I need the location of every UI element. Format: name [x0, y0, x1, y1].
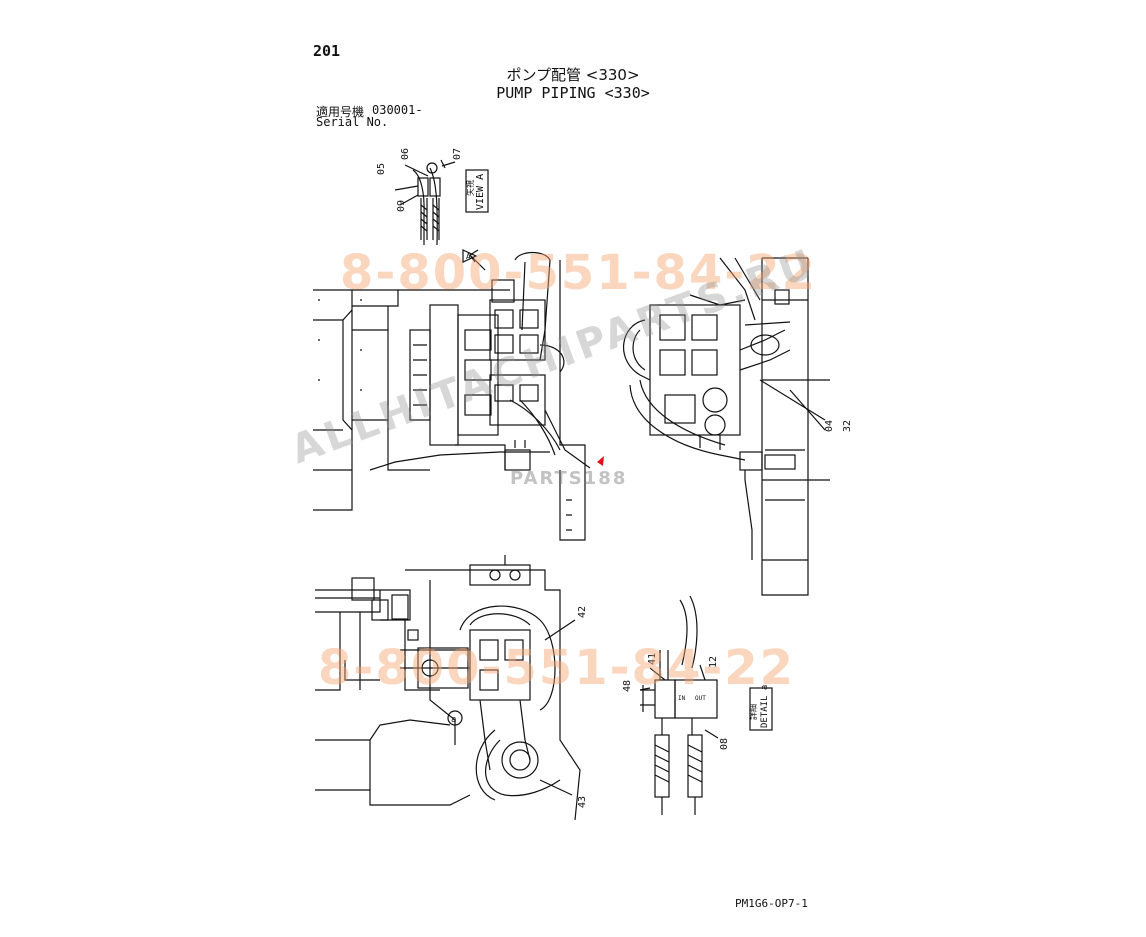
callout-41: 41: [647, 653, 658, 665]
callout-08: 08: [719, 738, 730, 750]
callout-06: 06: [400, 148, 411, 160]
callout-05: 05: [376, 163, 387, 175]
callout-48: 48: [622, 680, 633, 692]
detail-a-box-label: DETAIL a: [760, 685, 770, 728]
callout-07: 07: [452, 148, 463, 160]
detail-a-figure: IN OUT 41 12 48 08 DETAIL a 詳細: [622, 595, 773, 815]
view-a-box-label: VIEW A: [475, 174, 486, 210]
pump-lower-view: a 42 43: [315, 555, 588, 821]
callout-12: 12: [708, 656, 719, 668]
callout-43: 43: [577, 796, 588, 808]
detail-in-label: IN: [678, 695, 686, 702]
callout-42: 42: [577, 606, 588, 618]
callout-32: 32: [842, 420, 853, 432]
serial-label-jp: 適用号機: [316, 105, 365, 119]
pump-main-view-right: 04 32: [623, 257, 853, 596]
callout-09: 09: [396, 200, 407, 212]
serial-label-en: Serial No.: [316, 115, 389, 129]
footer-code: PM1G6-OP7-1: [735, 897, 808, 910]
pump-main-view-left: A: [313, 249, 591, 541]
page-number: 201: [313, 42, 341, 60]
callout-04: 04: [824, 420, 835, 432]
title-japanese: ポンプ配管 <330>: [506, 66, 640, 84]
detail-a-jp-label: 詳細: [748, 704, 758, 720]
view-a-arrow-label: A: [466, 252, 471, 261]
red-marker: [597, 456, 604, 466]
circle-a-label: a: [451, 715, 456, 725]
view-a-jp-label: 矢視: [465, 180, 475, 196]
serial-number-value: 030001-: [372, 103, 423, 117]
detail-out-label: OUT: [695, 695, 706, 702]
title-english: PUMP PIPING <330>: [496, 84, 650, 102]
view-a-figure: 05 06 07 09 VIEW A 矢視: [376, 148, 489, 246]
